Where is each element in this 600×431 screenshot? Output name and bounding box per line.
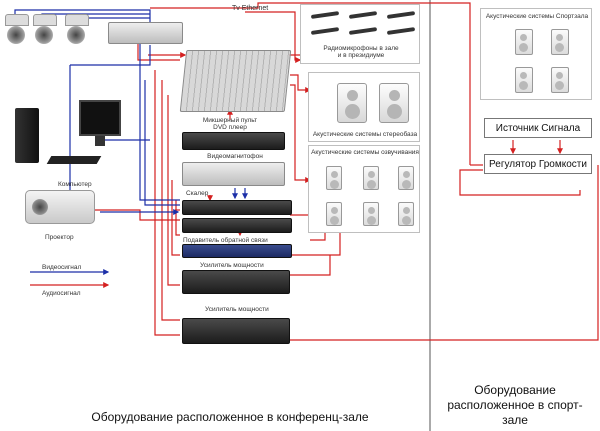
vcr (182, 162, 285, 186)
radio-mics-panel: Радиомикрофоны в зале и в президиуме (300, 4, 420, 64)
speaker-icon (326, 202, 342, 226)
sport-speakers-label: Акустические системы Спортзала (485, 13, 589, 20)
ptz-camera-icon (5, 14, 29, 26)
audio-signal-label: Аудиосигнал (42, 290, 81, 297)
speaker-icon (515, 67, 533, 93)
speaker-icon (515, 29, 533, 55)
ceiling-speakers-label: Акустические системы озвучивания (311, 149, 419, 156)
microphone-icon (310, 11, 340, 19)
microphone-icon (386, 27, 416, 35)
amplifier-3 (182, 318, 290, 344)
microphone-icon (386, 11, 416, 19)
amplifier-blue (182, 244, 292, 258)
dvd-label: DVD плеер (213, 124, 247, 131)
vcr-label: Видеомагнитофон (207, 153, 263, 160)
computer (15, 100, 121, 180)
speaker-icon (398, 202, 414, 226)
sport-speakers-panel: Акустические системы Спортзала (480, 8, 592, 100)
camera-2 (33, 14, 57, 44)
projector-icon (32, 199, 48, 215)
scaler-label: Скалер (186, 190, 209, 197)
conf-hall-caption: Оборудование расположенное в конференц-з… (91, 410, 369, 424)
amp2-label: Усилитель мощности (205, 306, 269, 313)
feedback-suppressor (182, 218, 292, 233)
stereo-speakers-panel: Акустические системы стереобаза (308, 72, 420, 142)
video-signal-label: Видеосигнал (42, 264, 82, 271)
stereo-speakers-label: Акустические системы стереобаза (312, 131, 418, 138)
ptz-camera-icon (33, 14, 57, 26)
mixer-label: Микшерный пульт (202, 117, 258, 124)
projector (25, 190, 95, 224)
camera-1 (5, 14, 29, 44)
camera-controller (108, 22, 183, 44)
computer-icon (15, 108, 39, 163)
camera-3 (65, 14, 89, 44)
sport-hall-caption: Оборудование расположенное в спорт- зале (447, 383, 583, 427)
microphone-icon (348, 11, 378, 19)
speaker-icon (551, 67, 569, 93)
ceiling-speakers-panel: Акустические системы озвучивания (308, 145, 420, 233)
volume-regulator-label: Регулятор Громкости (489, 158, 587, 170)
speaker-icon (363, 202, 379, 226)
amp1-label: Усилитель мощности (200, 262, 264, 269)
speaker-icon (551, 29, 569, 55)
speaker-icon (326, 166, 342, 190)
speaker-icon (379, 83, 409, 123)
microphone-icon (348, 27, 378, 35)
mixer (179, 50, 292, 112)
tv-ethernet-label: Tv Ethernet (232, 5, 269, 12)
computer-label: Компьютер (58, 181, 92, 188)
feedback-suppressor-label: Подавитель обратной связи (183, 237, 268, 244)
speaker-icon (337, 83, 367, 123)
microphone-icon (310, 27, 340, 35)
ptz-camera-icon (65, 14, 89, 26)
dvd-player (182, 132, 285, 150)
speaker-icon (363, 166, 379, 190)
amplifier-2 (182, 270, 290, 294)
radio-mics-label: Радиомикрофоны в зале и в президиуме (323, 45, 399, 59)
scaler (182, 200, 292, 215)
signal-source-box: Источник Сигнала (484, 118, 592, 138)
signal-source-label: Источник Сигнала (495, 122, 581, 134)
projector-label: Проектор (45, 234, 74, 241)
volume-regulator-box: Регулятор Громкости (484, 154, 592, 174)
speaker-icon (398, 166, 414, 190)
